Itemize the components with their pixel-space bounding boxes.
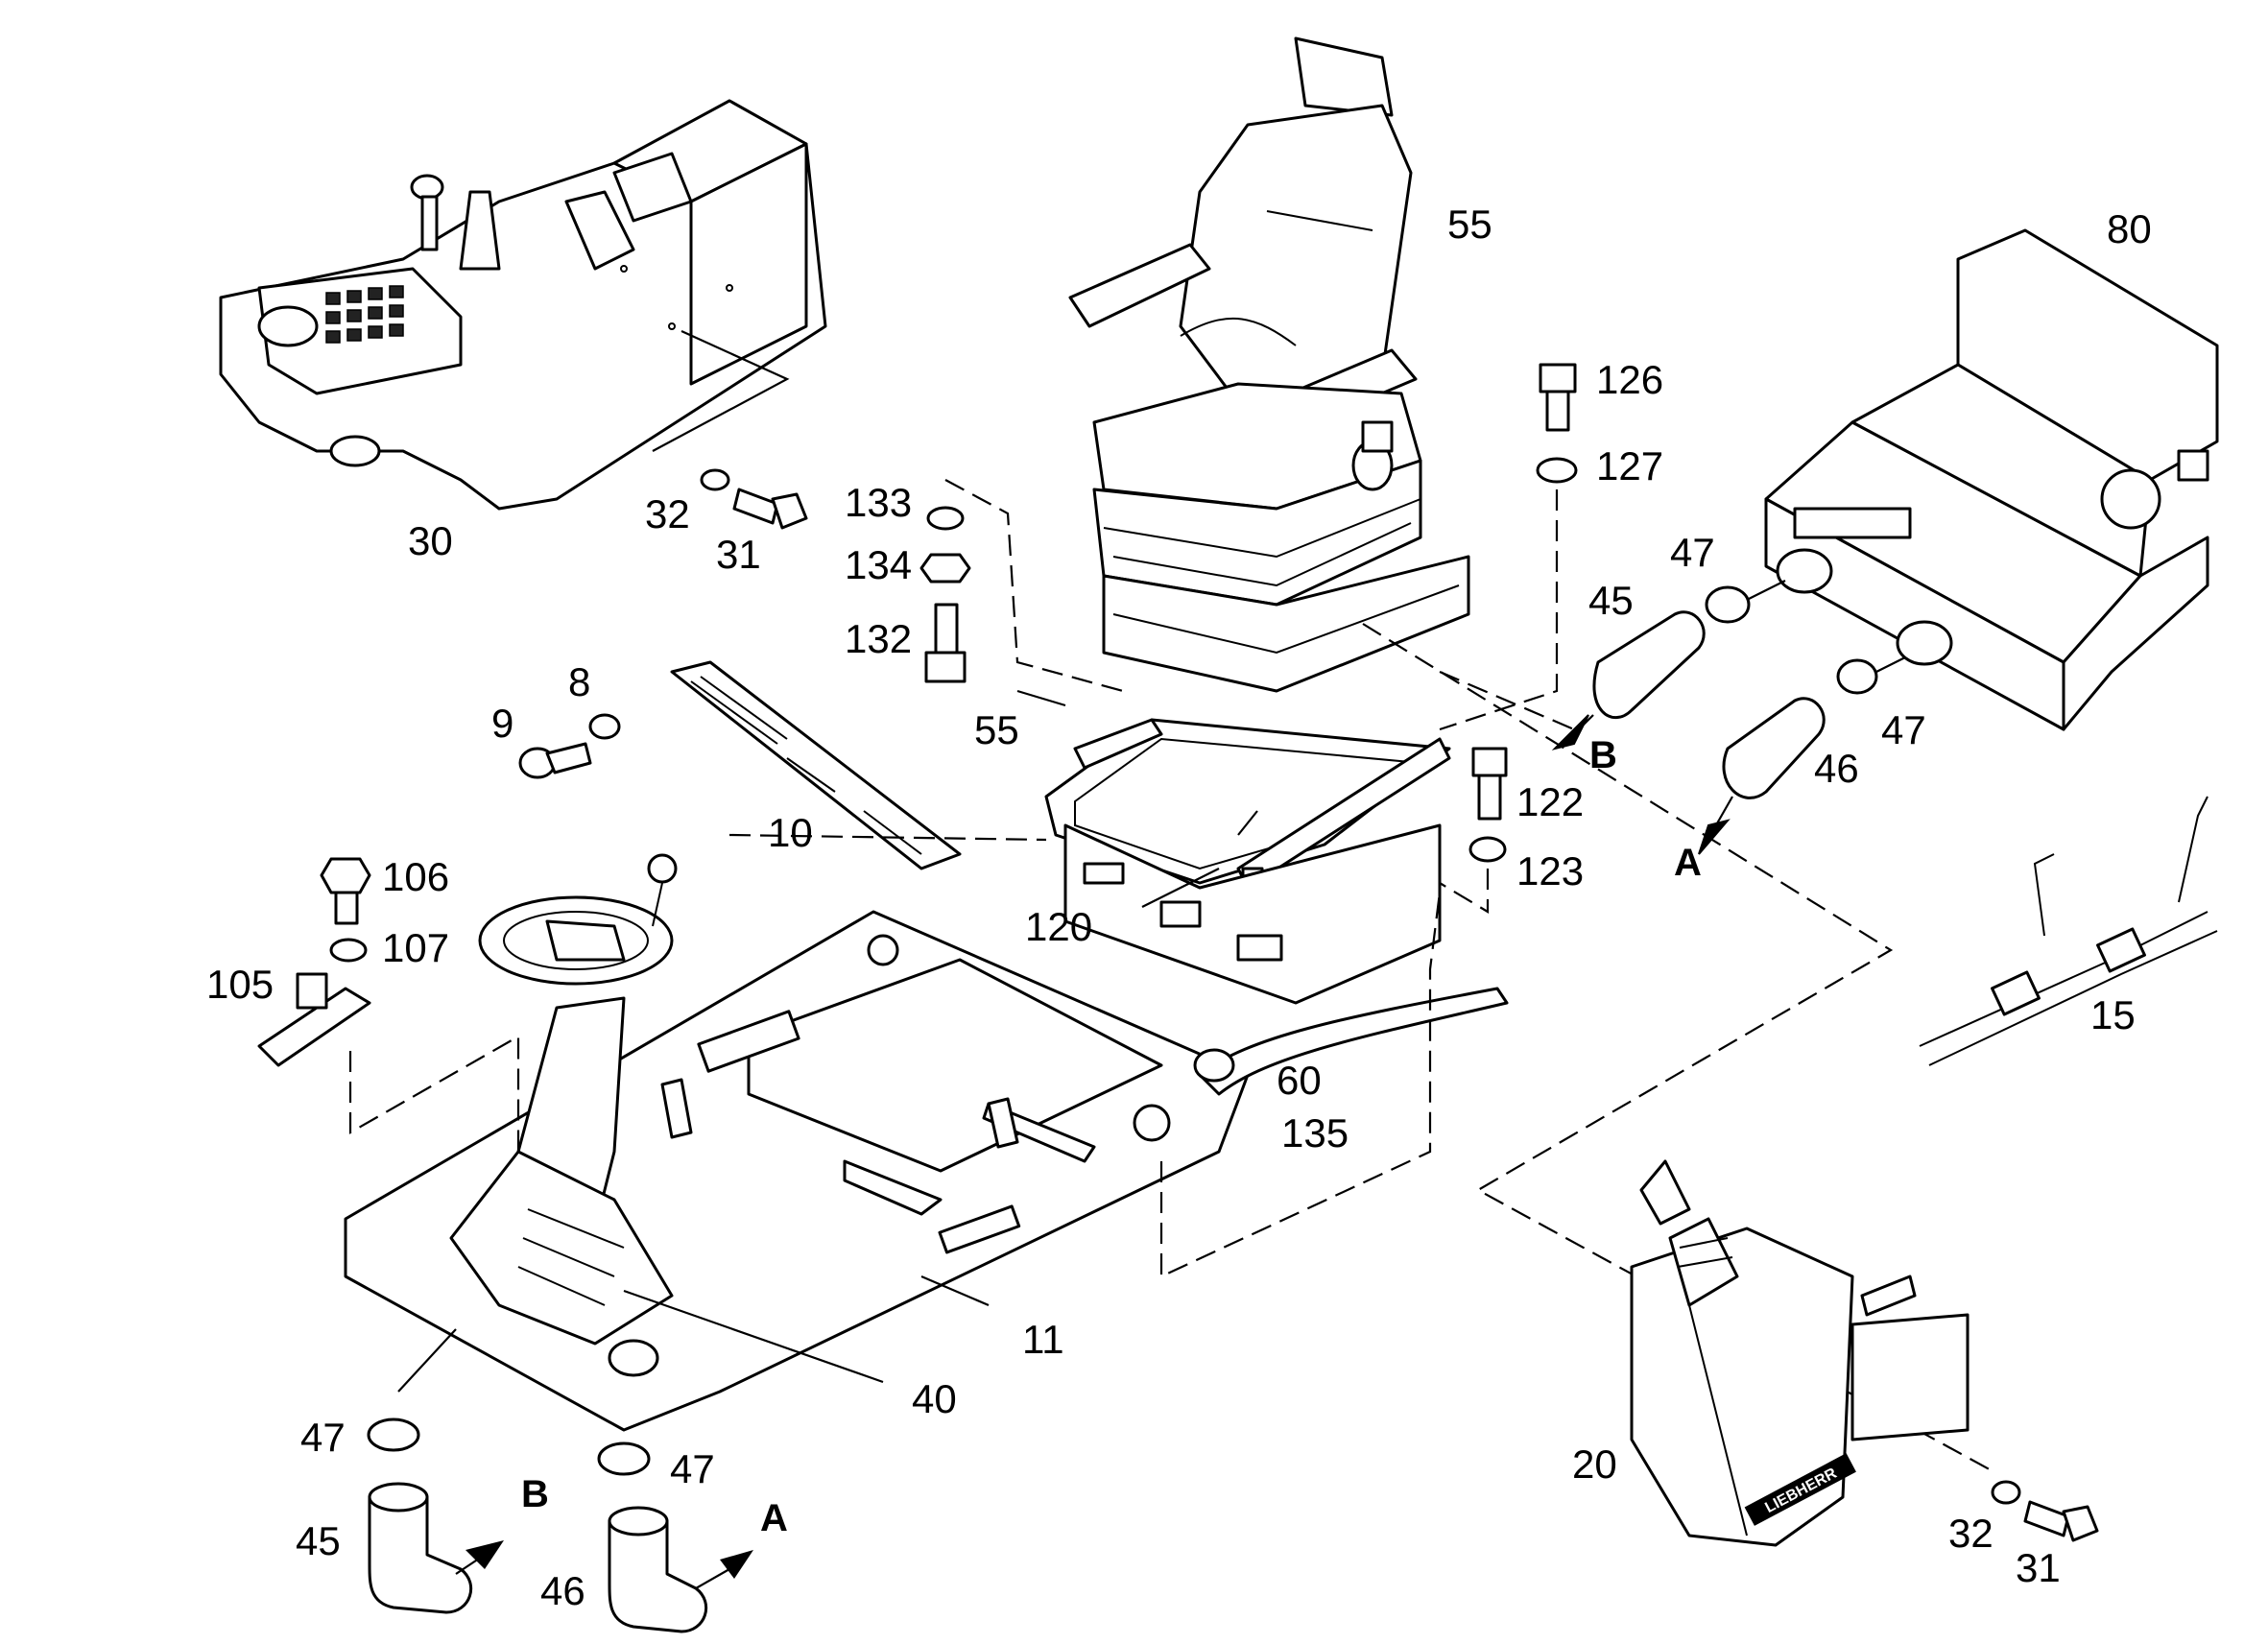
- bolt-132: [924, 603, 967, 683]
- callout-32-bottom: 32: [1948, 1511, 1993, 1556]
- washer-127: [1536, 457, 1578, 484]
- hose-clamp-47-top-1: [1705, 585, 1751, 624]
- screw-9: [518, 742, 592, 779]
- callout-127: 127: [1596, 443, 1663, 488]
- callout-labels: 30 32 31 55 80 126 127 133 134 132 47 45…: [206, 202, 2152, 1613]
- operator-seat: [1068, 36, 1470, 693]
- ventilation-cover-plate: [670, 660, 962, 870]
- washer-123: [1468, 836, 1507, 863]
- right-joystick-console: LIEBHERR: [1630, 1159, 1970, 1547]
- callout-a-top: A: [1674, 842, 1702, 884]
- heater-unit: [1764, 228, 2219, 731]
- callout-10: 10: [768, 810, 813, 855]
- callout-9: 9: [491, 701, 513, 746]
- callout-40: 40: [912, 1376, 957, 1421]
- hose-45-top: [1592, 610, 1706, 720]
- callout-132: 132: [845, 616, 912, 661]
- washer-133: [926, 506, 965, 531]
- bolt-126: [1539, 363, 1577, 432]
- callout-55-rail: 55: [974, 707, 1019, 752]
- cable-harness: [1919, 796, 2218, 1066]
- callout-80: 80: [2107, 206, 2152, 251]
- callout-120: 120: [1025, 904, 1092, 949]
- callout-46-bottom: 46: [540, 1568, 585, 1613]
- callout-47-bottom-1: 47: [300, 1415, 346, 1460]
- callout-47-top-2: 47: [1881, 707, 1926, 752]
- callout-b-top: B: [1589, 734, 1617, 776]
- hose-clamp-47-bottom-1: [367, 1418, 420, 1452]
- hose-clamp-47-bottom-2: [597, 1441, 651, 1476]
- callout-46-top: 46: [1814, 746, 1859, 791]
- callout-30: 30: [408, 518, 453, 563]
- hose-46-top: [1722, 697, 1826, 799]
- callout-107: 107: [382, 925, 449, 970]
- callout-60: 60: [1277, 1058, 1322, 1103]
- washer-32-bottom: [1991, 1480, 2021, 1505]
- seat-console-base: [1063, 823, 1442, 1005]
- callout-105: 105: [206, 962, 274, 1007]
- callout-32-top: 32: [645, 491, 690, 536]
- nut-134: [919, 553, 971, 584]
- callout-106: 106: [382, 854, 449, 899]
- callout-11: 11: [1022, 1317, 1064, 1362]
- hose-60: [1193, 987, 1509, 1096]
- callout-133: 133: [845, 480, 912, 525]
- arrow-a-top: [1698, 819, 1731, 855]
- callout-134: 134: [845, 542, 912, 587]
- hose-clamp-47-top-2: [1836, 658, 1878, 695]
- washer-32-top: [700, 468, 730, 491]
- hose-45-bottom: [368, 1482, 473, 1614]
- bolt-31-bottom: [2023, 1500, 2099, 1542]
- bolt-31-top: [732, 488, 808, 530]
- callout-123: 123: [1516, 848, 1584, 893]
- connector-strip: [660, 1078, 1019, 1149]
- callout-135: 135: [1281, 1110, 1349, 1156]
- left-control-console: [219, 99, 827, 511]
- hose-46-bottom: [608, 1506, 708, 1633]
- washer-8: [588, 713, 621, 740]
- callout-b-bottom: B: [521, 1473, 549, 1515]
- callout-47-top-1: 47: [1670, 530, 1715, 575]
- callout-31-bottom: 31: [2016, 1545, 2061, 1590]
- callout-31-top: 31: [716, 532, 761, 577]
- arrow-b-top: [1551, 714, 1589, 751]
- callout-20: 20: [1572, 1441, 1617, 1487]
- callout-8: 8: [568, 659, 590, 704]
- bolt-106: [320, 857, 371, 925]
- arrow-a-bottom: [720, 1550, 753, 1579]
- callout-55-seat: 55: [1447, 202, 1492, 247]
- callout-45-top: 45: [1588, 578, 1634, 623]
- seat-rail-frame: [1044, 718, 1451, 894]
- bolt-122: [1471, 747, 1508, 821]
- bracket-105: [257, 972, 371, 1067]
- callout-45-bottom: 45: [296, 1518, 341, 1563]
- steering-column: [449, 853, 678, 1377]
- callout-122: 122: [1516, 779, 1584, 824]
- callout-15: 15: [2090, 992, 2136, 1037]
- washer-107: [329, 938, 368, 963]
- callout-47-bottom-2: 47: [670, 1446, 715, 1491]
- callout-126: 126: [1596, 357, 1663, 402]
- callout-a-bottom: A: [760, 1497, 788, 1539]
